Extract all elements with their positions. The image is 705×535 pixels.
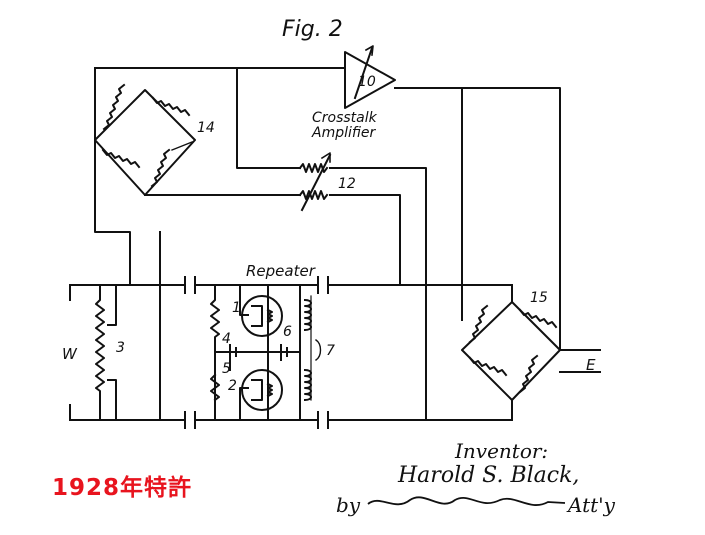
label-amplifier: Amplifier (311, 125, 377, 141)
label-tube-1: 1 (232, 300, 241, 316)
label-coil-6: 6 (283, 324, 292, 340)
attorney-suffix: Att'y (566, 493, 616, 517)
feedback-wiring (94, 67, 561, 421)
label-coil-7: 7 (326, 343, 335, 359)
label-bridge-15: 15 (530, 290, 548, 306)
label-line-w: W (62, 345, 78, 363)
label-repeater: Repeater (246, 262, 316, 280)
label-line-e: E (586, 356, 596, 374)
label-crosstalk: Crosstalk (312, 110, 378, 126)
attorney-signature (367, 496, 566, 506)
patent-year-note: 1928年特許 (52, 475, 193, 501)
crosstalk-amplifier (344, 45, 396, 109)
inventor-name: Harold S. Black, (397, 463, 579, 488)
label-battery-4: 4 (222, 331, 231, 347)
label-amplifier-id: 10 (358, 74, 376, 90)
inventor-label: Inventor: (454, 439, 548, 463)
bridge-14 (94, 83, 196, 196)
label-battery-5: 5 (222, 361, 231, 377)
repeater (210, 284, 322, 421)
bridge-15 (461, 284, 601, 421)
main-line (69, 276, 513, 429)
resistor-12 (298, 152, 332, 212)
label-tube-2: 2 (228, 378, 237, 394)
by-label: by (336, 493, 361, 517)
label-resistor-12: 12 (338, 176, 356, 192)
line-w-coil-3 (69, 284, 117, 421)
label-coil-3: 3 (116, 340, 125, 356)
label-bridge-14: 14 (197, 120, 215, 136)
figure-title: Fig. 2 (282, 17, 343, 42)
